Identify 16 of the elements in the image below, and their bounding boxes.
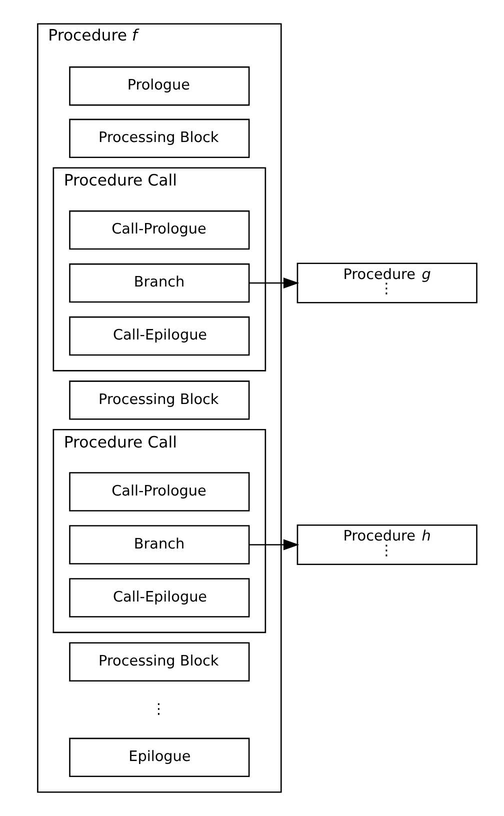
node-box: Epilogue [69, 738, 250, 778]
node-box: Procedure h ⋮ [296, 524, 478, 566]
node-box: Branch [69, 263, 250, 303]
node-box: Prologue [69, 66, 250, 106]
node-box: Processing Block [69, 642, 250, 682]
node-box: Call-Prologue [69, 210, 250, 250]
node-box: Processing Block [69, 380, 250, 420]
arrow [249, 539, 300, 550]
node-box: Call-Epilogue [69, 578, 250, 618]
node-box: Procedure g ⋮ [296, 262, 478, 304]
node-box: Call-Epilogue [69, 316, 250, 356]
arrow [249, 278, 300, 289]
node-box: Processing Block [69, 118, 250, 158]
node-box: Branch [69, 525, 250, 564]
node-box: Call-Prologue [69, 472, 250, 512]
label: ⋮ [152, 701, 166, 718]
